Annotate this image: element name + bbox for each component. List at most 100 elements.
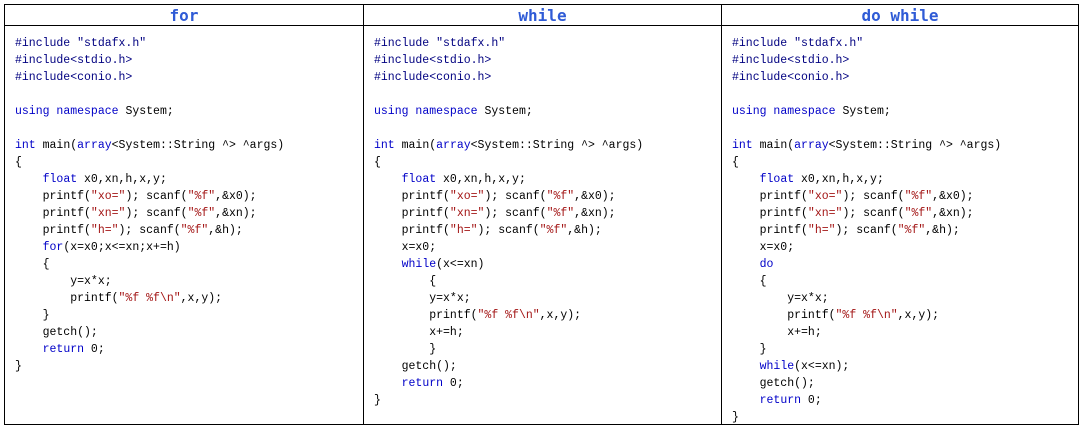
code-line: return 0; <box>374 375 721 392</box>
code-token: printf( <box>374 190 450 203</box>
code-token: getch(); <box>732 377 815 390</box>
code-line: printf("h="); scanf("%f",&h); <box>374 222 721 239</box>
code-token: ); scanf( <box>842 190 905 203</box>
code-token: ); scanf( <box>125 207 188 220</box>
code-token: { <box>15 156 22 169</box>
code-line: printf("%f %f\n",x,y); <box>15 290 363 307</box>
code-token: printf( <box>732 224 808 237</box>
code-line: #include<conio.h> <box>374 69 721 86</box>
keyword-token: while <box>759 360 795 373</box>
code-line: printf("xo="); scanf("%f",&x0); <box>374 188 721 205</box>
cell-do-while-code: #include "stdafx.h"#include<stdio.h>#inc… <box>722 26 1078 424</box>
code-token: <System::String ^> ^args) <box>828 139 1002 152</box>
keyword-token: namespace <box>415 105 478 118</box>
code-line: { <box>732 154 1078 171</box>
keyword-token: do <box>759 258 774 271</box>
code-token: (x=x0;x<=xn;x+=h) <box>63 241 181 254</box>
code-token: ,&h); <box>925 224 960 237</box>
code-line: printf("xo="); scanf("%f",&x0); <box>15 188 363 205</box>
directive-token: #include<stdio.h> <box>15 54 133 67</box>
code-token: ,x,y); <box>897 309 940 322</box>
code-line: printf("h="); scanf("%f",&h); <box>15 222 363 239</box>
keyword-token: array <box>436 139 471 152</box>
code-token: printf( <box>15 292 119 305</box>
code-line: } <box>732 341 1078 358</box>
code-line: #include<stdio.h> <box>732 52 1078 69</box>
code-token: { <box>732 156 739 169</box>
code-token: ,x,y); <box>180 292 223 305</box>
code-token: } <box>15 360 22 373</box>
code-line: while(x<=xn) <box>374 256 721 273</box>
code-token: ,&h); <box>567 224 602 237</box>
code-token: ,&xn); <box>574 207 616 220</box>
code-token <box>732 360 760 373</box>
keyword-token: using <box>374 105 409 118</box>
code-line: getch(); <box>732 375 1078 392</box>
code-line: printf("xn="); scanf("%f",&xn); <box>732 205 1078 222</box>
code-token: ,&xn); <box>932 207 974 220</box>
code-block-while: #include "stdafx.h"#include<stdio.h>#inc… <box>374 35 721 409</box>
code-line: int main(array<System::String ^> ^args) <box>374 137 721 154</box>
code-line <box>374 120 721 137</box>
code-line: } <box>15 358 363 375</box>
code-line: y=x*x; <box>15 273 363 290</box>
code-token: { <box>15 258 50 271</box>
code-token: x0,xn,h,x,y; <box>77 173 167 186</box>
string-token: "%f" <box>904 207 933 220</box>
keyword-token: float <box>401 173 437 186</box>
string-token: "%f %f\n" <box>477 309 540 322</box>
code-token: System; <box>477 105 533 118</box>
keyword-token: namespace <box>56 105 119 118</box>
code-token: 0; <box>443 377 464 390</box>
code-line: { <box>374 273 721 290</box>
keyword-token: int <box>15 139 36 152</box>
code-token: ); scanf( <box>484 207 547 220</box>
code-token: { <box>374 275 437 288</box>
code-line: #include<conio.h> <box>732 69 1078 86</box>
code-token <box>732 173 760 186</box>
string-token: "h=" <box>449 224 478 237</box>
code-line: getch(); <box>374 358 721 375</box>
keyword-token: namespace <box>773 105 836 118</box>
code-line: x+=h; <box>732 324 1078 341</box>
keyword-token: return <box>401 377 444 390</box>
code-line <box>374 86 721 103</box>
keyword-token: float <box>759 173 795 186</box>
code-line: int main(array<System::String ^> ^args) <box>15 137 363 154</box>
code-line: printf("xo="); scanf("%f",&x0); <box>732 188 1078 205</box>
code-line: while(x<=xn); <box>732 358 1078 375</box>
keyword-token: array <box>77 139 112 152</box>
code-line: x=x0; <box>374 239 721 256</box>
string-token: "%f" <box>187 190 216 203</box>
code-token: ); scanf( <box>125 190 188 203</box>
code-line: printf("%f %f\n",x,y); <box>374 307 721 324</box>
code-token: 0; <box>84 343 105 356</box>
code-token: ,&x0); <box>932 190 974 203</box>
code-token: ); scanf( <box>118 224 181 237</box>
code-line: int main(array<System::String ^> ^args) <box>732 137 1078 154</box>
header-while: while <box>364 5 722 26</box>
code-token: printf( <box>732 309 836 322</box>
code-token <box>732 394 760 407</box>
code-line: y=x*x; <box>732 290 1078 307</box>
code-line: return 0; <box>15 341 363 358</box>
code-line: } <box>374 341 721 358</box>
code-token: 0; <box>801 394 822 407</box>
code-token: x0,xn,h,x,y; <box>436 173 526 186</box>
keyword-token: array <box>794 139 829 152</box>
code-line: using namespace System; <box>15 103 363 120</box>
code-token: x+=h; <box>732 326 822 339</box>
code-line: { <box>732 273 1078 290</box>
directive-token: #include "stdafx.h" <box>15 37 147 50</box>
code-token: ); scanf( <box>842 207 905 220</box>
string-token: "h=" <box>807 224 836 237</box>
cell-while-code: #include "stdafx.h"#include<stdio.h>#inc… <box>364 26 722 424</box>
code-line: printf("%f %f\n",x,y); <box>732 307 1078 324</box>
code-token: printf( <box>374 207 450 220</box>
string-token: "xn=" <box>449 207 485 220</box>
code-token: x=x0; <box>732 241 795 254</box>
code-token: (x<=xn) <box>436 258 485 271</box>
code-line: do <box>732 256 1078 273</box>
code-line: for(x=x0;x<=xn;x+=h) <box>15 239 363 256</box>
string-token: "%f" <box>546 190 575 203</box>
